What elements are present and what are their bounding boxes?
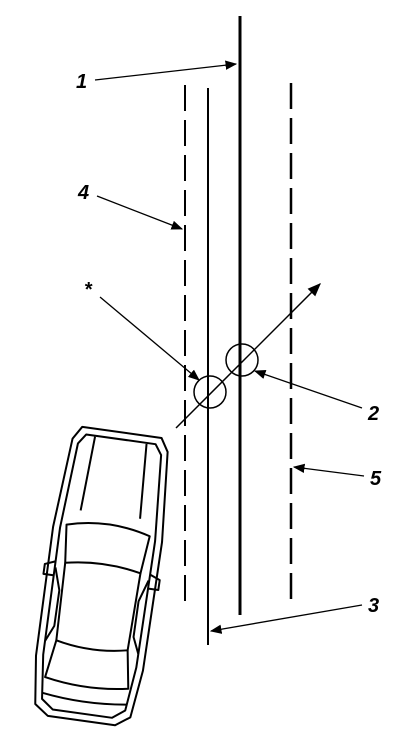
leader-star xyxy=(99,296,200,381)
position-circle-upper xyxy=(225,343,259,377)
leader-2 xyxy=(253,370,363,409)
label-star: * xyxy=(84,279,93,301)
label-4: 4 xyxy=(77,182,89,204)
leader-4 xyxy=(96,195,184,230)
leader-1 xyxy=(94,60,238,81)
car-top-view xyxy=(34,425,169,727)
trajectory-arrow xyxy=(175,283,321,429)
label-3: 3 xyxy=(368,595,379,617)
label-1: 1 xyxy=(76,71,87,93)
leader-3 xyxy=(209,604,363,634)
label-2: 2 xyxy=(367,403,379,425)
label-5: 5 xyxy=(370,468,382,490)
position-circle-lower xyxy=(193,375,227,409)
leader-5 xyxy=(292,463,365,477)
